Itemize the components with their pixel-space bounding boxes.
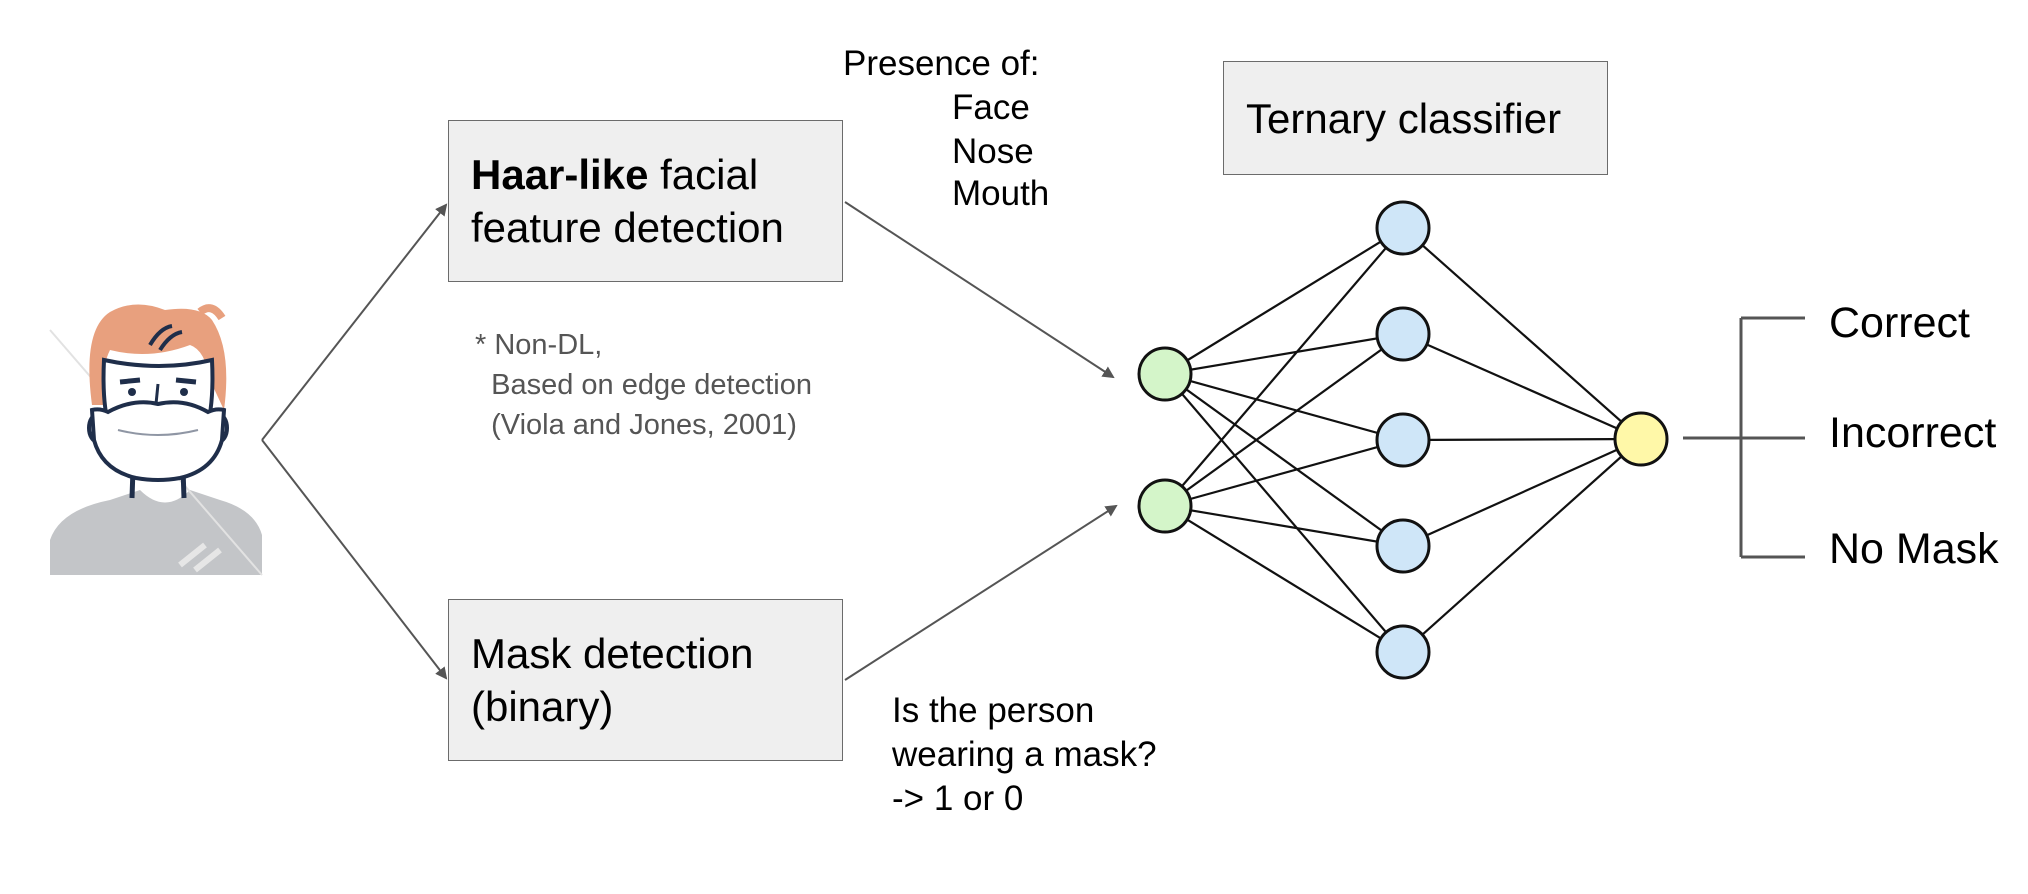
edge-input-0-hidden-1 [1164, 332, 1404, 376]
haar-title-line2: feature detection [471, 204, 784, 251]
network-edges [1164, 227, 1642, 653]
edge-input-0-hidden-2 [1164, 372, 1404, 442]
classifier-title-box: Ternary classifier [1223, 61, 1608, 175]
edge-input-1-hidden-2 [1164, 438, 1404, 508]
output-no-mask: No Mask [1829, 525, 1999, 573]
haar-note-line2: Based on edge detection [475, 369, 812, 401]
presence-header: Presence of: [843, 44, 1040, 83]
mask-box-line2: (binary) [471, 683, 614, 730]
hidden-node-3 [1375, 518, 1431, 574]
output-bracket [1683, 316, 1805, 559]
hidden-node-1 [1375, 306, 1431, 362]
network-nodes [1137, 200, 1669, 680]
edge-input-1-hidden-0 [1164, 227, 1404, 507]
arrow-person-to-haar [261, 203, 448, 441]
haar-note-line1: * Non-DL, [475, 329, 603, 361]
hidden-node-2 [1375, 412, 1431, 468]
presence-item-nose: Nose [952, 132, 1034, 171]
person-mask [89, 400, 227, 482]
haar-title-bold: Haar-like [471, 151, 649, 198]
edge-hidden-2-output-0 [1402, 437, 1642, 442]
edge-input-0-hidden-4 [1164, 373, 1404, 653]
edge-input-1-hidden-1 [1164, 333, 1404, 507]
input-node-0 [1137, 346, 1193, 402]
hidden-node-0 [1375, 200, 1431, 256]
presence-item-mouth: Mouth [952, 174, 1050, 213]
mask-question-line2: wearing a mask? [892, 735, 1157, 774]
edge-hidden-1-output-0 [1402, 332, 1642, 441]
output-node-0 [1613, 411, 1669, 467]
mask-question-line3: -> 1 or 0 [892, 779, 1024, 818]
presence-item-face: Face [952, 88, 1030, 127]
mask-box-text: Mask detection (binary) [471, 627, 841, 733]
input-node-1 [1137, 478, 1193, 534]
hidden-node-4 [1375, 624, 1431, 680]
edge-hidden-0-output-0 [1402, 227, 1642, 440]
arrow-mask-to-input [844, 504, 1118, 681]
arrow-haar-to-input [844, 201, 1115, 379]
edge-input-0-hidden-0 [1164, 227, 1404, 375]
haar-title-rest: facial [648, 151, 759, 198]
edge-hidden-3-output-0 [1402, 437, 1642, 548]
mask-question-line1: Is the person [892, 691, 1095, 730]
person-hair [89, 304, 227, 410]
edge-input-0-hidden-3 [1164, 373, 1404, 547]
mask-detection-box: Mask detection (binary) [448, 599, 843, 761]
edge-hidden-4-output-0 [1402, 438, 1642, 653]
person-shirt [50, 490, 262, 575]
edge-input-1-hidden-4 [1164, 505, 1404, 653]
mask-box-line1: Mask detection [471, 630, 754, 677]
edge-input-1-hidden-3 [1164, 504, 1404, 548]
classifier-title: Ternary classifier [1246, 95, 1562, 142]
output-incorrect: Incorrect [1829, 409, 1997, 457]
arrow-person-to-mask [261, 439, 448, 680]
output-correct: Correct [1829, 299, 1970, 347]
haar-box-text: Haar-like facial feature detection [471, 148, 841, 254]
haar-detection-box: Haar-like facial feature detection [448, 120, 843, 282]
haar-note-line3: (Viola and Jones, 2001) [475, 409, 797, 441]
